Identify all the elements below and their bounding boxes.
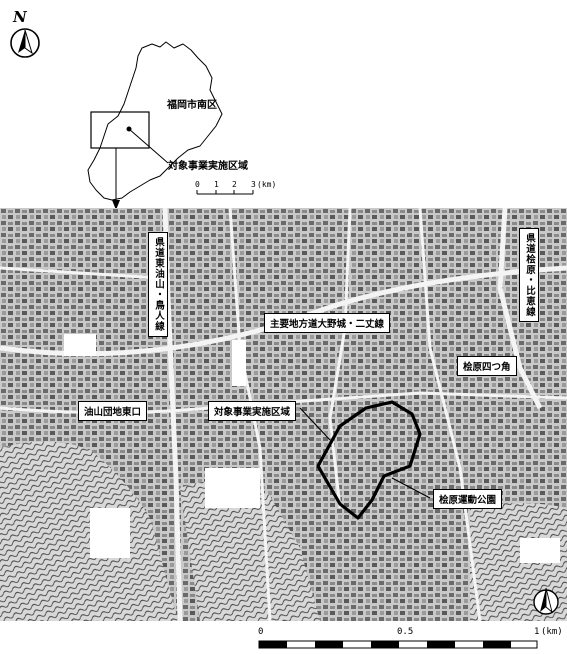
inset-scale-tick-1: 1 [214, 180, 219, 189]
compass-icon [10, 28, 40, 58]
road-hinohara [497, 208, 543, 410]
inset-scale-bar [196, 190, 254, 195]
project-area-boundary [316, 400, 422, 520]
main-scale-unit: (km) [541, 627, 563, 637]
open-lot-4 [90, 508, 130, 558]
inset-area-label: 対象事業実施区域 [168, 161, 248, 172]
open-lot-5 [520, 538, 560, 563]
leader-line [128, 128, 169, 164]
inset-north-arrow: N [8, 8, 48, 63]
road-secondary-1 [228, 208, 272, 621]
leader-park [391, 477, 431, 499]
inset-scale-tick-2: 2 [232, 180, 237, 189]
map-north-arrow-icon [533, 587, 559, 615]
label-hinohara-park: 桧原運動公園 [433, 489, 503, 509]
inset-scale-tick-0: 0 [195, 180, 200, 189]
label-road-main: 主要地方道大野城・二丈線 [264, 313, 391, 333]
open-lot-3 [205, 468, 260, 508]
pointer-arrowhead [112, 200, 120, 210]
label-project-area: 対象事業実施区域 [208, 401, 297, 421]
terrain-southwest [0, 441, 178, 621]
label-hinohara-yotsukado: 桧原四つ角 [457, 356, 517, 376]
main-scale-tick-0: 0 [258, 627, 264, 637]
label-aburayama-danchi: 油山団地東口 [78, 401, 148, 421]
open-lot-2 [232, 340, 246, 386]
open-lot-1 [64, 334, 96, 356]
inset-scale-tick-3: 3 [251, 180, 256, 189]
north-letter: N [13, 8, 27, 26]
area-rectangle [90, 111, 150, 149]
label-road-hinohara: 県道桧原・比恵線 [519, 228, 539, 322]
road-secondary-5 [418, 208, 482, 621]
main-scale-tick-05: 0.5 [397, 627, 414, 637]
road-secondary-3 [328, 208, 352, 509]
main-scale-bar [258, 640, 538, 649]
road-secondary-4 [0, 266, 161, 280]
label-road-aburayama: 県道東油山・鳥人線 [148, 232, 168, 337]
inset-map [87, 41, 254, 210]
inset-scale-unit: (km) [257, 180, 277, 189]
terrain-south [180, 480, 320, 621]
main-scale-tick-1: 1 [534, 627, 540, 637]
leader-project-area [299, 407, 331, 441]
district-label: 福岡市南区 [167, 100, 217, 111]
district-outline [87, 41, 223, 201]
